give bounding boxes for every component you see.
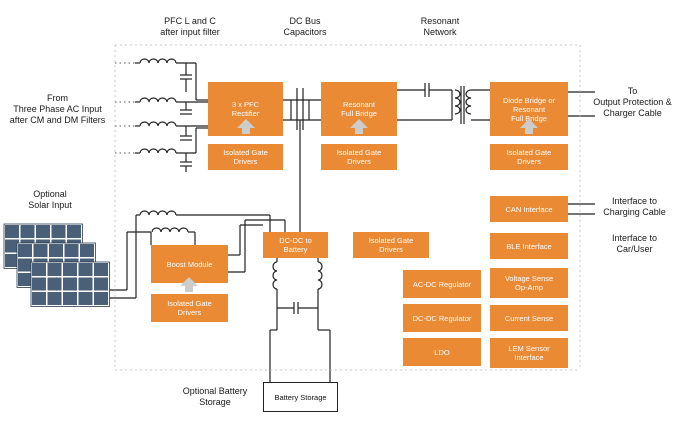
dcdc-battery-block: DC-DC to Battery xyxy=(263,232,328,258)
gate-drivers-resonant-block: Isolated Gate Drivers xyxy=(321,144,397,170)
label-ac-input: From Three Phase AC Input after CM and D… xyxy=(9,93,106,125)
gate-drivers-standalone-block: Isolated Gate Drivers xyxy=(353,232,429,258)
dcdc-regulator-block: DC-DC Regulator xyxy=(403,304,481,332)
label-resonant-network: Resonant Network xyxy=(420,16,460,37)
gate-drivers-boost-block: Isolated Gate Drivers xyxy=(151,294,228,322)
label-solar: Optional Solar Input xyxy=(28,189,72,210)
gate-drivers-pfc-block: Isolated Gate Drivers xyxy=(208,144,283,170)
label-interface-car: Interface to Car/User xyxy=(611,233,658,254)
current-sense-block: Current Sense xyxy=(490,305,568,331)
ble-interface-block: BLE Interface xyxy=(490,233,568,259)
voltage-sense-block: Voltage Sense Op-Amp xyxy=(490,268,568,298)
battery-storage-box: Battery Storage xyxy=(263,382,338,412)
can-interface-block: CAN Interface xyxy=(490,196,568,222)
gate-drivers-diode-block: Isolated Gate Drivers xyxy=(490,144,568,170)
label-output: To Output Protection & Charger Cable xyxy=(593,86,672,118)
label-dc-bus: DC Bus Capacitors xyxy=(283,16,327,37)
ldo-block: LDO xyxy=(403,338,481,366)
lem-sensor-block: LEM Sensor Interface xyxy=(490,338,568,368)
arrow-up-icon xyxy=(520,119,538,134)
arrow-up-icon xyxy=(237,119,255,134)
label-pfc: PFC L and C after input filter xyxy=(160,16,220,37)
solar-panel-icon xyxy=(3,223,110,307)
label-interface-cable: Interface to Charging Cable xyxy=(603,196,666,217)
label-battery: Optional Battery Storage xyxy=(182,386,248,407)
acdc-regulator-block: AC-DC Regulator xyxy=(403,270,481,298)
boost-module-block: Boost Module xyxy=(151,245,228,283)
arrow-up-icon xyxy=(180,277,198,292)
diode-bridge-block: Diode Bridge or Resonant Full Bridge xyxy=(490,82,568,136)
arrow-up-icon xyxy=(350,119,368,134)
